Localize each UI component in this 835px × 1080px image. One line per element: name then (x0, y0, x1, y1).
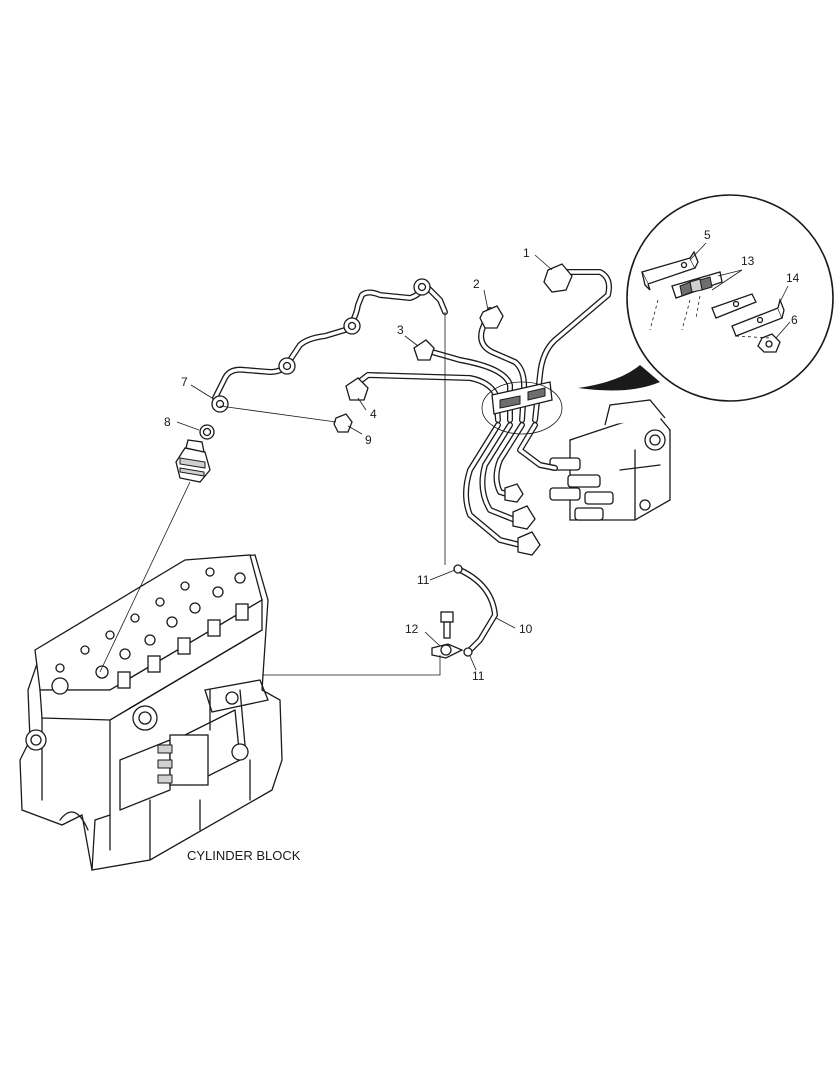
callout-10: 10 (519, 622, 533, 636)
callout-13: 13 (741, 254, 755, 268)
callout-14: 14 (786, 271, 800, 285)
cylinder-block-caption: CYLINDER BLOCK (187, 848, 301, 863)
callout-9: 9 (365, 433, 372, 447)
sealing-washers (199, 278, 431, 440)
callout-11-lower: 11 (472, 669, 485, 683)
injection-pump (549, 399, 671, 521)
callout-1: 1 (523, 246, 530, 260)
callout-4: 4 (370, 407, 377, 421)
detail-inset (578, 194, 834, 402)
leader-lines (99, 254, 553, 676)
leak-off-hose (431, 312, 498, 659)
callout-5: 5 (704, 228, 711, 242)
callout-12: 12 (405, 622, 419, 636)
callout-3: 3 (397, 323, 404, 337)
cylinder-block (19, 554, 283, 871)
callout-8: 8 (164, 415, 171, 429)
pipe-nuts (333, 263, 573, 433)
pipe-clamp (481, 381, 563, 435)
callout-numbers: 1 2 3 4 5 6 7 8 9 10 11 11 12 13 14 (164, 228, 800, 683)
callout-7: 7 (181, 375, 188, 389)
injector (175, 439, 211, 483)
callout-6: 6 (791, 313, 798, 327)
callout-2: 2 (473, 277, 480, 291)
callout-11-upper: 11 (417, 573, 430, 587)
